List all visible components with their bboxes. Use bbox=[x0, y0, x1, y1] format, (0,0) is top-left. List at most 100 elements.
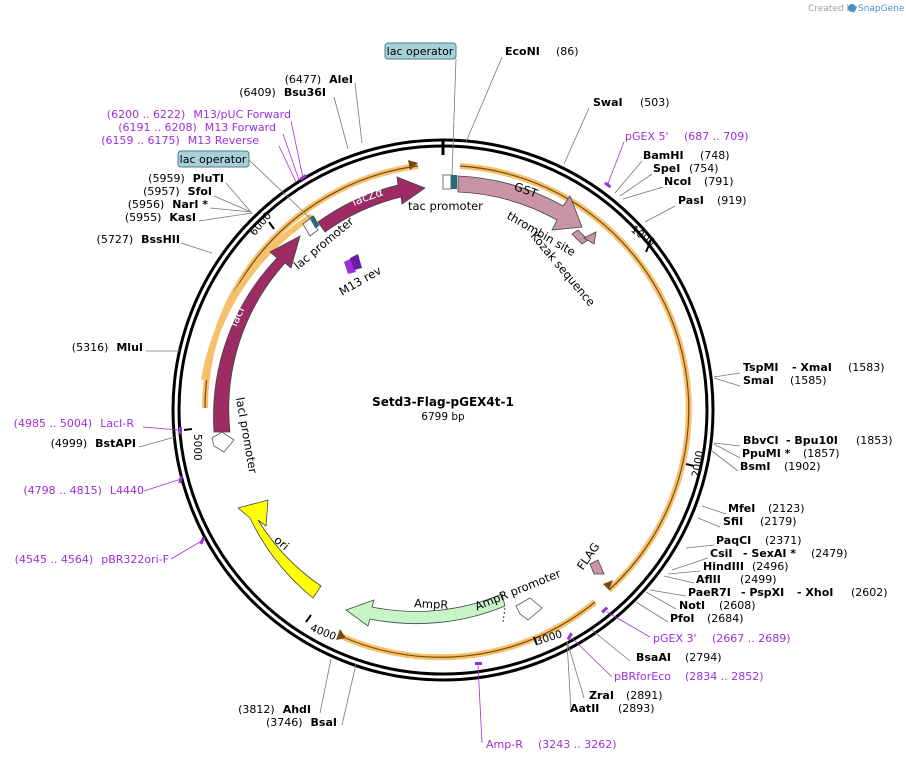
feature-label-laci-promoter: lacI promoter bbox=[233, 396, 260, 475]
site-bsai[interactable]: (3746)BsaI bbox=[266, 716, 337, 729]
primer-laci-r[interactable]: (4985 .. 5004)LacI-R bbox=[14, 417, 135, 430]
svg-text:(5959)PluTI: (5959)PluTI bbox=[148, 172, 224, 185]
site-sfoi[interactable]: (5957)SfoI bbox=[143, 185, 212, 198]
feature-m13-rev[interactable] bbox=[344, 254, 362, 274]
site-csii-sexai[interactable]: CsiI- SexAI *(2479) bbox=[710, 547, 848, 560]
svg-text:(5956)NarI *: (5956)NarI * bbox=[128, 198, 209, 211]
svg-text:SfiI(2179): SfiI(2179) bbox=[723, 515, 797, 528]
svg-text:(6191 .. 6208)M13 Forward: (6191 .. 6208)M13 Forward bbox=[118, 121, 276, 134]
feature-label-tac-promoter: tac promoter bbox=[408, 199, 483, 213]
feature-laci-promoter[interactable] bbox=[211, 431, 235, 453]
site-leader-lines bbox=[138, 56, 741, 726]
site-bsaai[interactable]: BsaAI(2794) bbox=[636, 651, 722, 664]
svg-text:MfeI(2123): MfeI(2123) bbox=[728, 502, 805, 515]
site-hindiii[interactable]: HindIII(2496) bbox=[703, 560, 789, 573]
site-alei[interactable]: (6477)AleI bbox=[285, 73, 353, 86]
primer-m13-reverse[interactable]: (6159 .. 6175)M13 Reverse bbox=[101, 134, 259, 147]
svg-text:PasI(919): PasI(919) bbox=[678, 194, 747, 207]
primer-amp-r[interactable]: Amp-R(3243 .. 3262) bbox=[486, 738, 617, 751]
site-pasi[interactable]: PasI(919) bbox=[678, 194, 747, 207]
site-kasi[interactable]: (5955)KasI bbox=[125, 211, 196, 224]
feature-lac-promoter[interactable] bbox=[302, 215, 320, 237]
site-bstapi[interactable]: (4999)BstAPI bbox=[51, 437, 136, 450]
badge-lac-operator-top[interactable]: lac operator bbox=[384, 42, 457, 60]
primer-pgex-3[interactable]: pGEX 3'(2667 .. 2689) bbox=[653, 632, 791, 645]
svg-text:HindIII(2496): HindIII(2496) bbox=[703, 560, 789, 573]
svg-text:SmaI(1585): SmaI(1585) bbox=[743, 374, 827, 387]
site-econi[interactable]: EcoNI(86) bbox=[505, 45, 579, 58]
svg-text:ZraI(2891): ZraI(2891) bbox=[589, 689, 663, 702]
site-nari[interactable]: (5956)NarI * bbox=[128, 198, 209, 211]
site-bamhi[interactable]: BamHI(748) bbox=[643, 149, 730, 162]
svg-text:lac operator: lac operator bbox=[180, 153, 247, 166]
site-ppumi[interactable]: PpuMI *(1857) bbox=[742, 447, 840, 460]
site-bsmi[interactable]: BsmI(1902) bbox=[740, 460, 821, 473]
feature-thrombin-site[interactable] bbox=[571, 229, 589, 245]
plasmid-name: Setd3-Flag-pGEX4t-1 bbox=[372, 395, 514, 409]
site-swai[interactable]: SwaI(503) bbox=[593, 96, 670, 109]
feature-flag[interactable] bbox=[589, 559, 605, 575]
svg-text:(5316)MluI: (5316)MluI bbox=[72, 341, 143, 354]
snapgene-logo-icon bbox=[848, 4, 856, 12]
svg-text:(6159 .. 6175)M13 Reverse: (6159 .. 6175)M13 Reverse bbox=[101, 134, 259, 147]
site-mlui[interactable]: (5316)MluI bbox=[72, 341, 143, 354]
svg-text:(3812)AhdI: (3812)AhdI bbox=[238, 703, 311, 716]
feature-ampr-promoter[interactable] bbox=[515, 597, 543, 621]
tick-label-3000: 3000 bbox=[535, 628, 564, 648]
site-mfei[interactable]: MfeI(2123) bbox=[728, 502, 805, 515]
svg-text:NcoI(791): NcoI(791) bbox=[664, 175, 734, 188]
svg-text:pGEX 3'(2667 .. 2689): pGEX 3'(2667 .. 2689) bbox=[653, 632, 791, 645]
feature-ori[interactable]: ori bbox=[237, 499, 322, 599]
svg-text:(6409)Bsu36I: (6409)Bsu36I bbox=[239, 86, 326, 99]
site-paqci[interactable]: PaqCI(2371) bbox=[716, 534, 802, 547]
svg-text:AatII(2893): AatII(2893) bbox=[570, 702, 655, 715]
feature-ampr[interactable]: AmpR bbox=[345, 593, 506, 627]
svg-text:TspMI- XmaI(1583): TspMI- XmaI(1583) bbox=[743, 361, 885, 374]
svg-text:NotI(2608): NotI(2608) bbox=[679, 599, 756, 612]
site-paer7i-pspxi-xhoi[interactable]: PaeR7I- PspXI- XhoI(2602) bbox=[688, 586, 888, 599]
primer-marks bbox=[178, 174, 612, 665]
site-ncoi[interactable]: NcoI(791) bbox=[664, 175, 734, 188]
svg-text:lac operator: lac operator bbox=[387, 45, 454, 58]
credit-prefix: Created by bbox=[808, 4, 858, 14]
feature-tac-promoter[interactable] bbox=[442, 174, 457, 190]
primer-m13-forward[interactable]: (6191 .. 6208)M13 Forward bbox=[118, 121, 276, 134]
site-pluti[interactable]: (5959)PluTI bbox=[148, 172, 224, 185]
orf-highlight-lacz bbox=[201, 213, 314, 381]
svg-text:BbvCI- Bpu10I(1853): BbvCI- Bpu10I(1853) bbox=[743, 434, 893, 447]
svg-text:BsmI(1902): BsmI(1902) bbox=[740, 460, 821, 473]
svg-text:(5727)BssHII: (5727)BssHII bbox=[97, 233, 180, 246]
svg-text:pGEX 5'(687 .. 709): pGEX 5'(687 .. 709) bbox=[625, 130, 749, 143]
svg-text:BamHI(748): BamHI(748) bbox=[643, 149, 730, 162]
site-bsshii[interactable]: (5727)BssHII bbox=[97, 233, 180, 246]
svg-text:PaqCI(2371): PaqCI(2371) bbox=[716, 534, 802, 547]
site-bbvci-bpu10i[interactable]: BbvCI- Bpu10I(1853) bbox=[743, 434, 893, 447]
site-zrai[interactable]: ZraI(2891) bbox=[589, 689, 663, 702]
tick-label-5000: 5000 bbox=[191, 434, 203, 461]
svg-text:Amp-R(3243 .. 3262): Amp-R(3243 .. 3262) bbox=[486, 738, 617, 751]
primer-pbr322ori-f[interactable]: (4545 .. 4564)pBR322ori-F bbox=[15, 553, 169, 566]
svg-text:CsiI- SexAI *(2479): CsiI- SexAI *(2479) bbox=[710, 547, 848, 560]
svg-text:(5955)KasI: (5955)KasI bbox=[125, 211, 196, 224]
site-sfii[interactable]: SfiI(2179) bbox=[723, 515, 797, 528]
primer-pgex-5[interactable]: pGEX 5'(687 .. 709) bbox=[625, 130, 749, 143]
primer-m13-puc-forward[interactable]: (6200 .. 6222)M13/pUC Forward bbox=[107, 108, 291, 121]
svg-text:(3746)BsaI: (3746)BsaI bbox=[266, 716, 337, 729]
site-noti[interactable]: NotI(2608) bbox=[679, 599, 756, 612]
primer-pbrforeco[interactable]: pBRforEco(2834 .. 2852) bbox=[614, 670, 764, 683]
site-pfoi[interactable]: PfoI(2684) bbox=[670, 612, 744, 625]
badge-lac-operator-left[interactable]: lac operator bbox=[177, 150, 250, 168]
site-tspmi-xmai[interactable]: TspMI- XmaI(1583) bbox=[743, 361, 885, 374]
site-ahdi[interactable]: (3812)AhdI bbox=[238, 703, 311, 716]
site-spei[interactable]: SpeI(754) bbox=[653, 162, 719, 175]
svg-text:PaeR7I- PspXI- XhoI(2602): PaeR7I- PspXI- XhoI(2602) bbox=[688, 586, 888, 599]
site-aatii[interactable]: AatII(2893) bbox=[570, 702, 655, 715]
primer-l4440[interactable]: (4798 .. 4815)L4440 bbox=[23, 484, 144, 497]
svg-text:(4798 .. 4815)L4440: (4798 .. 4815)L4440 bbox=[23, 484, 144, 497]
svg-text:pBRforEco(2834 .. 2852): pBRforEco(2834 .. 2852) bbox=[614, 670, 764, 683]
site-bsu36i[interactable]: (6409)Bsu36I bbox=[239, 86, 326, 99]
site-aflii[interactable]: AflII(2499) bbox=[696, 573, 777, 586]
svg-text:(4545 .. 4564)pBR322ori-F: (4545 .. 4564)pBR322ori-F bbox=[15, 553, 169, 566]
site-smai[interactable]: SmaI(1585) bbox=[743, 374, 827, 387]
